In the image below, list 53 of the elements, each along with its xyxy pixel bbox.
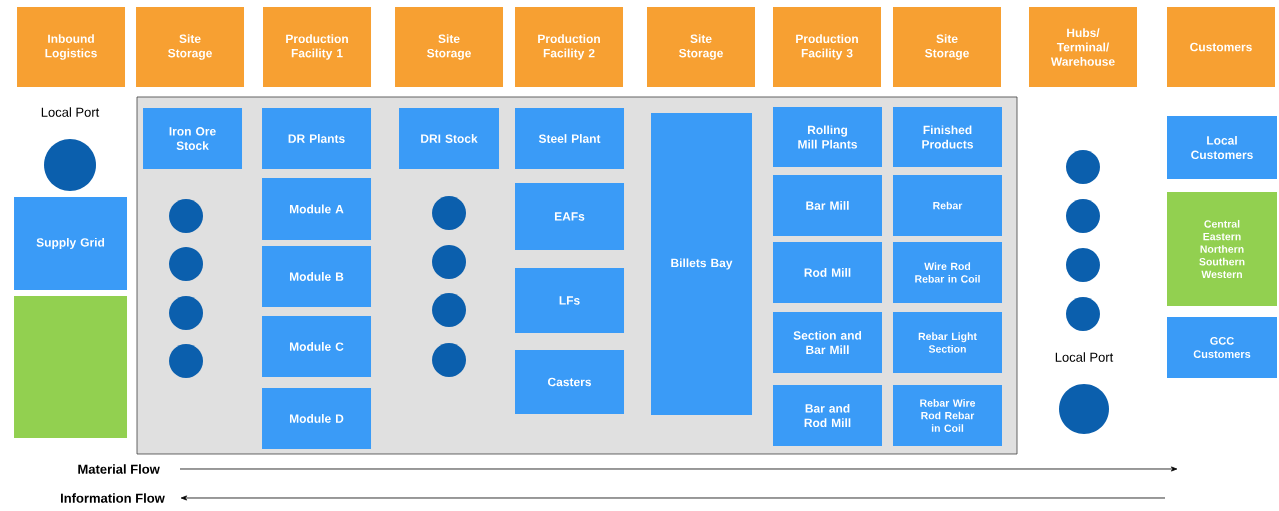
process-box: Rebar Wire Rod Rebar in Coil	[893, 385, 1002, 446]
process-box: Module D	[262, 388, 371, 449]
process-box: Finished Products	[893, 107, 1002, 167]
circle-marker	[1066, 297, 1100, 331]
circle-marker	[169, 247, 203, 281]
stage-header: Site Storage	[395, 7, 503, 87]
panel-box	[14, 296, 127, 438]
circle-marker	[432, 293, 466, 327]
stage-header: Customers	[1167, 7, 1275, 87]
process-box: Rebar Light Section	[893, 312, 1002, 373]
circle-marker	[169, 199, 203, 233]
process-box: Steel Plant	[515, 108, 624, 169]
stage-header: Inbound Logistics	[17, 7, 125, 87]
circle-marker	[169, 296, 203, 330]
process-box: Module C	[262, 316, 371, 377]
process-box: Bar Mill	[773, 175, 882, 236]
process-box: Iron Ore Stock	[143, 108, 242, 169]
flow-label: Information Flow	[60, 493, 165, 503]
port-label: Local Port	[41, 107, 100, 117]
process-box: DR Plants	[262, 108, 371, 169]
process-box: LFs	[515, 268, 624, 333]
process-box: EAFs	[515, 183, 624, 250]
process-box: Casters	[515, 350, 624, 414]
port-label: Local Port	[1055, 352, 1114, 362]
process-box: Module B	[262, 246, 371, 307]
process-box: GCC Customers	[1167, 317, 1277, 378]
stage-header: Site Storage	[893, 7, 1001, 87]
stage-header: Production Facility 3	[773, 7, 881, 87]
process-box: Rolling Mill Plants	[773, 107, 882, 167]
circle-marker	[432, 196, 466, 230]
region-box: Central Eastern Northern Southern Western	[1167, 192, 1277, 306]
process-box: Supply Grid	[14, 197, 127, 290]
circle-marker	[1066, 199, 1100, 233]
flow-label: Material Flow	[78, 464, 160, 474]
circle-marker	[432, 343, 466, 377]
process-box: Local Customers	[1167, 116, 1277, 179]
process-box: Section and Bar Mill	[773, 312, 882, 373]
stage-header: Production Facility 2	[515, 7, 623, 87]
stage-header: Production Facility 1	[263, 7, 371, 87]
process-box: Bar and Rod Mill	[773, 385, 882, 446]
circle-marker	[169, 344, 203, 378]
process-box: Wire Rod Rebar in Coil	[893, 242, 1002, 303]
circle-marker	[1066, 248, 1100, 282]
process-box: Rod Mill	[773, 242, 882, 303]
circle-marker	[1066, 150, 1100, 184]
stage-header: Hubs/ Terminal/ Warehouse	[1029, 7, 1137, 87]
stage-header: Site Storage	[647, 7, 755, 87]
process-box: Billets Bay	[651, 113, 752, 415]
process-box: Rebar	[893, 175, 1002, 236]
process-box: Module A	[262, 178, 371, 240]
circle-marker	[432, 245, 466, 279]
process-box: DRI Stock	[399, 108, 499, 169]
stage-header: Site Storage	[136, 7, 244, 87]
